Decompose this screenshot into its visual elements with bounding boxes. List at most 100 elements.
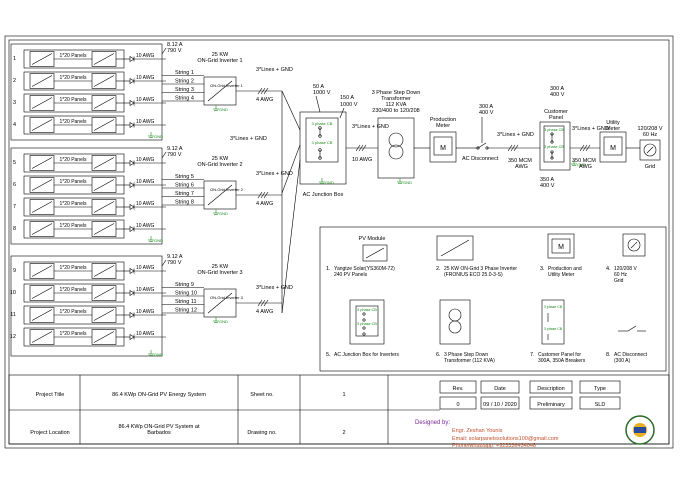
legend-pv-icon <box>362 244 388 262</box>
string-awg: 10 AWG <box>136 53 155 59</box>
legend-text: 25 KW ON-Grid 3 Phase Inverter <box>444 266 517 272</box>
legend-text2: (FRONIUS ECO 25.0-3-S) <box>444 272 503 278</box>
meter-label: Utility <box>606 120 620 126</box>
string-label: String 7 <box>175 191 194 197</box>
legend-num: 6. <box>436 352 441 358</box>
string-awg: 10 AWG <box>136 223 155 229</box>
panel-diagonal <box>93 53 115 65</box>
diode-icon <box>129 333 135 341</box>
pv-panel-right <box>93 179 115 191</box>
designer-phone: Phone/whatsapp: +923336434048 <box>452 443 536 449</box>
legend-text: Production and <box>548 266 582 272</box>
junction-breaker-frame <box>305 117 339 163</box>
designer-email: Email: solarpanelssolutions100@gmail.com <box>452 436 559 442</box>
pv-panel-right <box>93 223 115 235</box>
panel-count: 1*20 Panels <box>60 53 87 59</box>
project-location-label: Project Location <box>30 430 69 436</box>
grid-label: Grid <box>645 164 655 170</box>
ground-label: GND <box>219 319 228 324</box>
cable-mark <box>510 144 516 152</box>
legend-meter-face <box>551 238 571 254</box>
type-value: SLD <box>595 402 606 408</box>
cable-mark <box>257 299 263 307</box>
legend-text: 3 Phase Step Down <box>444 352 488 358</box>
legend-num: 8. <box>606 352 611 358</box>
panel-count: 1*20 Panels <box>60 119 87 125</box>
cable-mark <box>513 144 519 152</box>
cable-mark <box>582 144 588 152</box>
panel-count: 1*20 Panels <box>60 309 87 315</box>
ac-awg: 4 AWG <box>256 309 273 315</box>
panel-diagonal <box>31 309 53 321</box>
inverter-dc: ON-Grid Inverter 2 <box>210 187 244 192</box>
desc-cell <box>529 396 573 410</box>
cable-mark <box>579 144 585 152</box>
cable-mark <box>585 144 591 152</box>
date-cell <box>480 396 520 410</box>
logo-panel <box>634 427 646 433</box>
diode-icon <box>129 121 135 129</box>
panel-count: 1*20 Panels <box>60 157 87 163</box>
feeder-awg: 10 AWG <box>352 157 372 163</box>
grid-icon <box>643 143 657 157</box>
pv-panel-left <box>31 201 53 213</box>
cable-mark <box>260 299 266 307</box>
legend-coil <box>448 320 462 334</box>
string-label: String 1 <box>175 70 194 76</box>
disconnect-terminal <box>476 146 480 150</box>
customer-breaker-frame <box>543 125 565 163</box>
legend-grid-circle <box>627 238 641 252</box>
string-current: 8.12 A <box>167 42 183 48</box>
diode-icon <box>129 181 135 189</box>
ground-label: GND <box>154 134 163 139</box>
utility-meter <box>599 131 627 163</box>
string-number: 9 <box>13 268 16 274</box>
panel-count: 1*20 Panels <box>60 97 87 103</box>
cable-mark <box>260 87 266 95</box>
inverter-diagonal <box>207 292 233 314</box>
ground-label: GND <box>219 107 228 112</box>
legend-text2: (300 A) <box>614 358 630 364</box>
string-label: String 11 <box>175 299 197 305</box>
rev-value: 0 <box>456 402 459 408</box>
legend-text2: Transformer (112 KVA) <box>444 358 495 364</box>
legend-terminal <box>362 326 366 330</box>
diode-icon <box>129 55 135 63</box>
panel-count: 1*20 Panels <box>60 179 87 185</box>
cable-mark <box>358 144 364 152</box>
pv-panel-right <box>93 265 115 277</box>
diode-icon <box>129 289 135 297</box>
cable-mark <box>263 191 269 199</box>
legend-num: 1. <box>326 266 331 272</box>
grid-freq: 60 Hz <box>643 132 658 138</box>
string-number: 1 <box>13 56 16 62</box>
string-number: 10 <box>10 290 16 296</box>
cable-mark <box>257 191 263 199</box>
inverter-rating: 25 KW <box>212 156 229 162</box>
panel-diagonal <box>93 157 115 169</box>
breaker-b-v: 1000 V <box>340 102 358 108</box>
customer-top: 300 A <box>550 86 564 92</box>
sheet-label: Sheet no. <box>250 392 274 398</box>
legend-terminal <box>362 312 366 316</box>
meter-face <box>433 136 453 156</box>
ground-label: GND <box>154 352 163 357</box>
string-label: String 3 <box>175 87 194 93</box>
pv-panel-left <box>31 179 53 191</box>
pv-array-group-3 <box>10 255 163 357</box>
ground-label: GND <box>577 162 586 167</box>
project-location: 86.4 KWp ON-Grid PV System at <box>119 424 200 430</box>
project-location: Barbados <box>147 430 171 436</box>
diode-icon <box>129 159 135 167</box>
inverter-name: ON-Grid Inverter 2 <box>197 162 242 168</box>
pv-panel-right <box>93 97 115 109</box>
meter-label: Production <box>430 117 456 123</box>
pv-panel-right <box>93 119 115 131</box>
panel-diagonal <box>93 223 115 235</box>
pv-panel-left <box>31 157 53 169</box>
panel-diagonal <box>31 223 53 235</box>
disconnect-rating-v: 400 V <box>479 110 494 116</box>
grid-voltage: 120/208 V <box>637 126 662 132</box>
ac-lines: 3*Lines + GND <box>256 285 293 291</box>
legend-disconnect-blade <box>627 325 637 332</box>
